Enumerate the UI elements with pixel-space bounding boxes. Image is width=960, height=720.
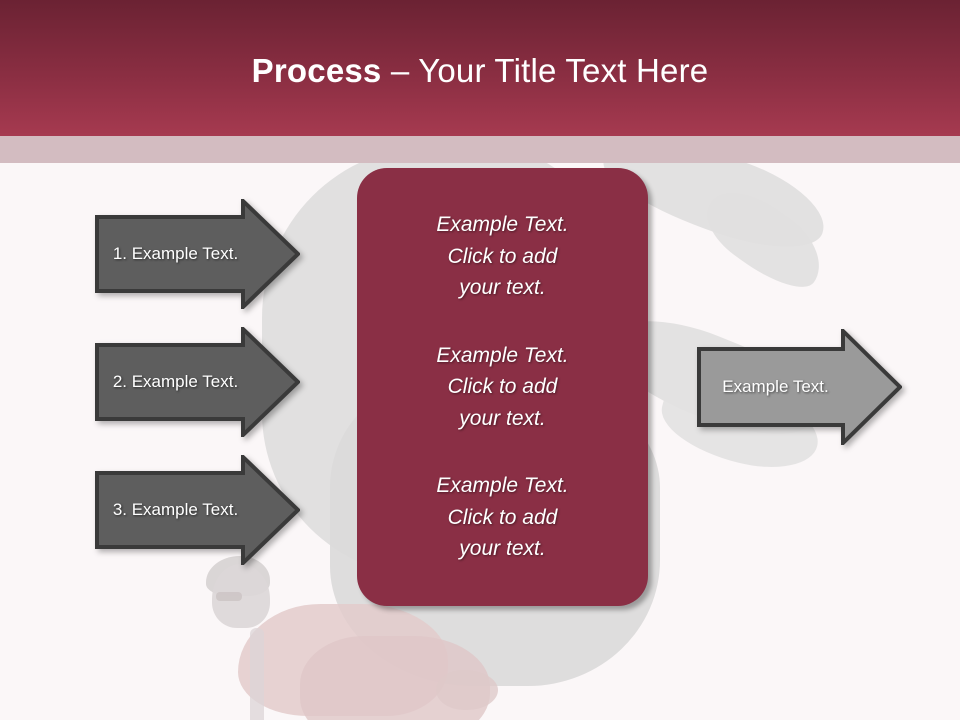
step-arrow-3-label: 3. Example Text. (112, 500, 239, 519)
page-title-separator: – (381, 52, 419, 89)
watermark-person-glasses (216, 592, 242, 601)
step-arrow-1-label: 1. Example Text. (112, 244, 239, 263)
step-arrow-3[interactable]: 3. Example Text. (95, 455, 300, 565)
step-arrow-2-label: 2. Example Text. (112, 372, 239, 391)
header-accent-stripe (0, 136, 960, 163)
page-title-light: Your Title Text Here (418, 52, 709, 89)
step-arrow-1[interactable]: 1. Example Text. (95, 199, 300, 309)
watermark-person-hand (436, 670, 498, 710)
step-arrow-2[interactable]: 2. Example Text. (95, 327, 300, 437)
panel-text-block-2: Example Text. Click to add your text. (436, 343, 569, 430)
panel-text-block-3: Example Text. Click to add your text. (436, 474, 569, 561)
page-title: Process – Your Title Text Here (0, 52, 960, 90)
watermark-person-torso (238, 604, 448, 716)
panel-text-block-1: Example Text. Click to add your text. (436, 213, 569, 300)
output-arrow[interactable]: Example Text. (697, 329, 902, 445)
center-content-panel[interactable]: Example Text. Click to add your text. Ex… (357, 168, 648, 606)
slide-header-band: Process – Your Title Text Here (0, 0, 960, 136)
watermark-person-head (212, 564, 270, 628)
output-arrow-label: Example Text. (722, 377, 829, 396)
watermark-person-tie (250, 628, 264, 720)
page-title-bold: Process (251, 52, 382, 89)
watermark-upper-hand (694, 175, 836, 303)
watermark-person-torso-lower (300, 636, 490, 720)
